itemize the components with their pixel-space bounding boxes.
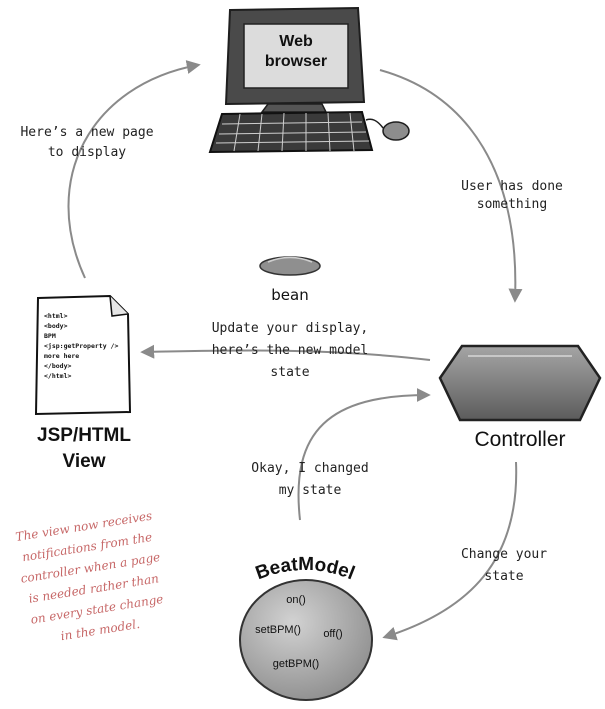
- change-line2: state: [484, 569, 523, 584]
- web-browser-computer: Web browser: [208, 6, 410, 154]
- changed-line1: Okay, I changed: [251, 461, 368, 476]
- new-page-line2: to display: [48, 145, 126, 160]
- document-page: [34, 294, 132, 416]
- note-line: in the model.: [60, 617, 141, 643]
- controller-label: Controller: [474, 428, 565, 451]
- bean-label: bean: [271, 286, 308, 304]
- user-done-line1: User has done: [461, 179, 563, 194]
- controller-icon: [438, 344, 602, 422]
- update-line2: here’s the new model: [212, 343, 369, 358]
- changed-line2: my state: [279, 483, 342, 498]
- method-setbpm: setBPM(): [255, 624, 301, 636]
- bean-icon: [259, 256, 321, 276]
- change-line1: Change your: [461, 547, 547, 562]
- arrow-view-to-browser: [67, 60, 201, 279]
- monitor-stand: [260, 103, 328, 113]
- code-line: </body>: [44, 362, 71, 370]
- arrow-controller-to-model: [382, 461, 518, 641]
- jsp-view-document: <html> <body> BPM <jsp:getProperty /> mo…: [34, 294, 132, 416]
- monitor-screen: [243, 23, 349, 89]
- arrow-browser-to-controller: [379, 69, 523, 303]
- new-page-line1: Here’s a new page: [20, 125, 153, 140]
- handwritten-note: The view now receives notifications from…: [15, 509, 165, 644]
- method-on: on(): [286, 594, 306, 606]
- view-title-line1: JSP/HTML: [37, 425, 131, 446]
- mouse-cord: [365, 118, 384, 129]
- browser-label-line1: Web: [279, 33, 313, 50]
- code-line: <jsp:getProperty />: [44, 342, 118, 350]
- browser-label-line2: browser: [265, 53, 327, 70]
- document-fold: [109, 295, 129, 317]
- update-line3: state: [270, 365, 309, 380]
- arrow-model-to-controller: [297, 388, 431, 521]
- user-done-line2: something: [477, 197, 547, 212]
- code-line: BPM: [44, 332, 56, 340]
- update-line1: Update your display,: [212, 321, 369, 336]
- arrow-controller-to-view: [140, 344, 431, 361]
- code-line: <html>: [44, 312, 68, 320]
- method-getbpm: getBPM(): [273, 658, 319, 670]
- beatmodel-sphere: [239, 579, 373, 701]
- code-line: </html>: [44, 372, 71, 380]
- method-off: off(): [323, 628, 342, 640]
- code-line: <body>: [44, 322, 68, 330]
- view-title-line2: View: [63, 451, 106, 472]
- mouse: [382, 121, 410, 141]
- code-line: more here: [44, 352, 79, 360]
